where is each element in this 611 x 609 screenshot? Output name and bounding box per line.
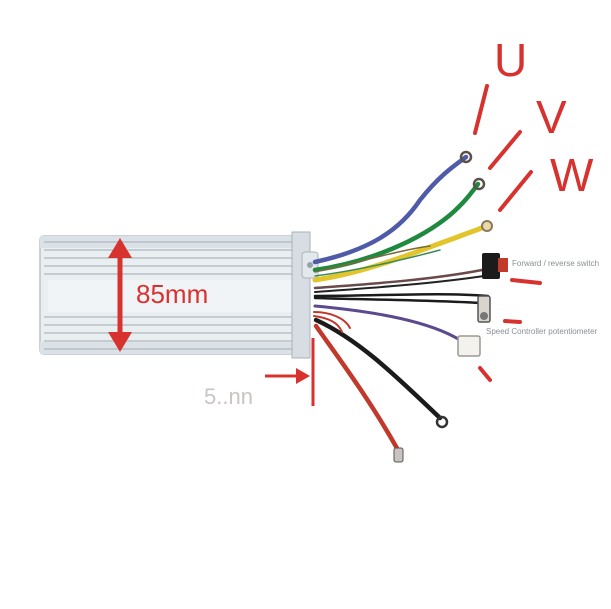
forward-reverse-switch: [482, 253, 508, 279]
width-dimension-arrow: [265, 338, 315, 406]
height-label: 85mm: [136, 279, 208, 309]
phase-label-u: U: [494, 34, 527, 86]
phase-wire-yellow: [312, 223, 489, 283]
width-label: 5..nn: [204, 384, 253, 409]
controller-housing: [39, 231, 319, 359]
ring-terminal-w: [481, 220, 493, 232]
black-power-wire: [313, 317, 443, 421]
ring-terminal-u: [459, 150, 473, 164]
wire-bundle: [312, 154, 490, 453]
phase-wire-blue: [312, 154, 469, 265]
red-power-wire: [313, 323, 401, 453]
purple-wire: [313, 304, 462, 342]
phase-label-v: V: [536, 91, 567, 143]
switch-wire: [313, 268, 484, 290]
ring-terminal-v: [472, 177, 486, 191]
red-ring-terminal: [393, 447, 404, 463]
forward-reverse-label: Forward / reverse switch: [512, 259, 599, 268]
phase-label-w: W: [550, 149, 594, 201]
potentiometer-connector: [477, 295, 491, 323]
phase-wire-green: [312, 181, 481, 273]
height-dimension-arrow: [108, 238, 132, 352]
pointer-marks: [473, 84, 542, 382]
black-ring-terminal: [435, 415, 449, 429]
speed-controller-label: Speed Controller potentiometer: [486, 327, 598, 336]
white-connector: [457, 335, 481, 357]
